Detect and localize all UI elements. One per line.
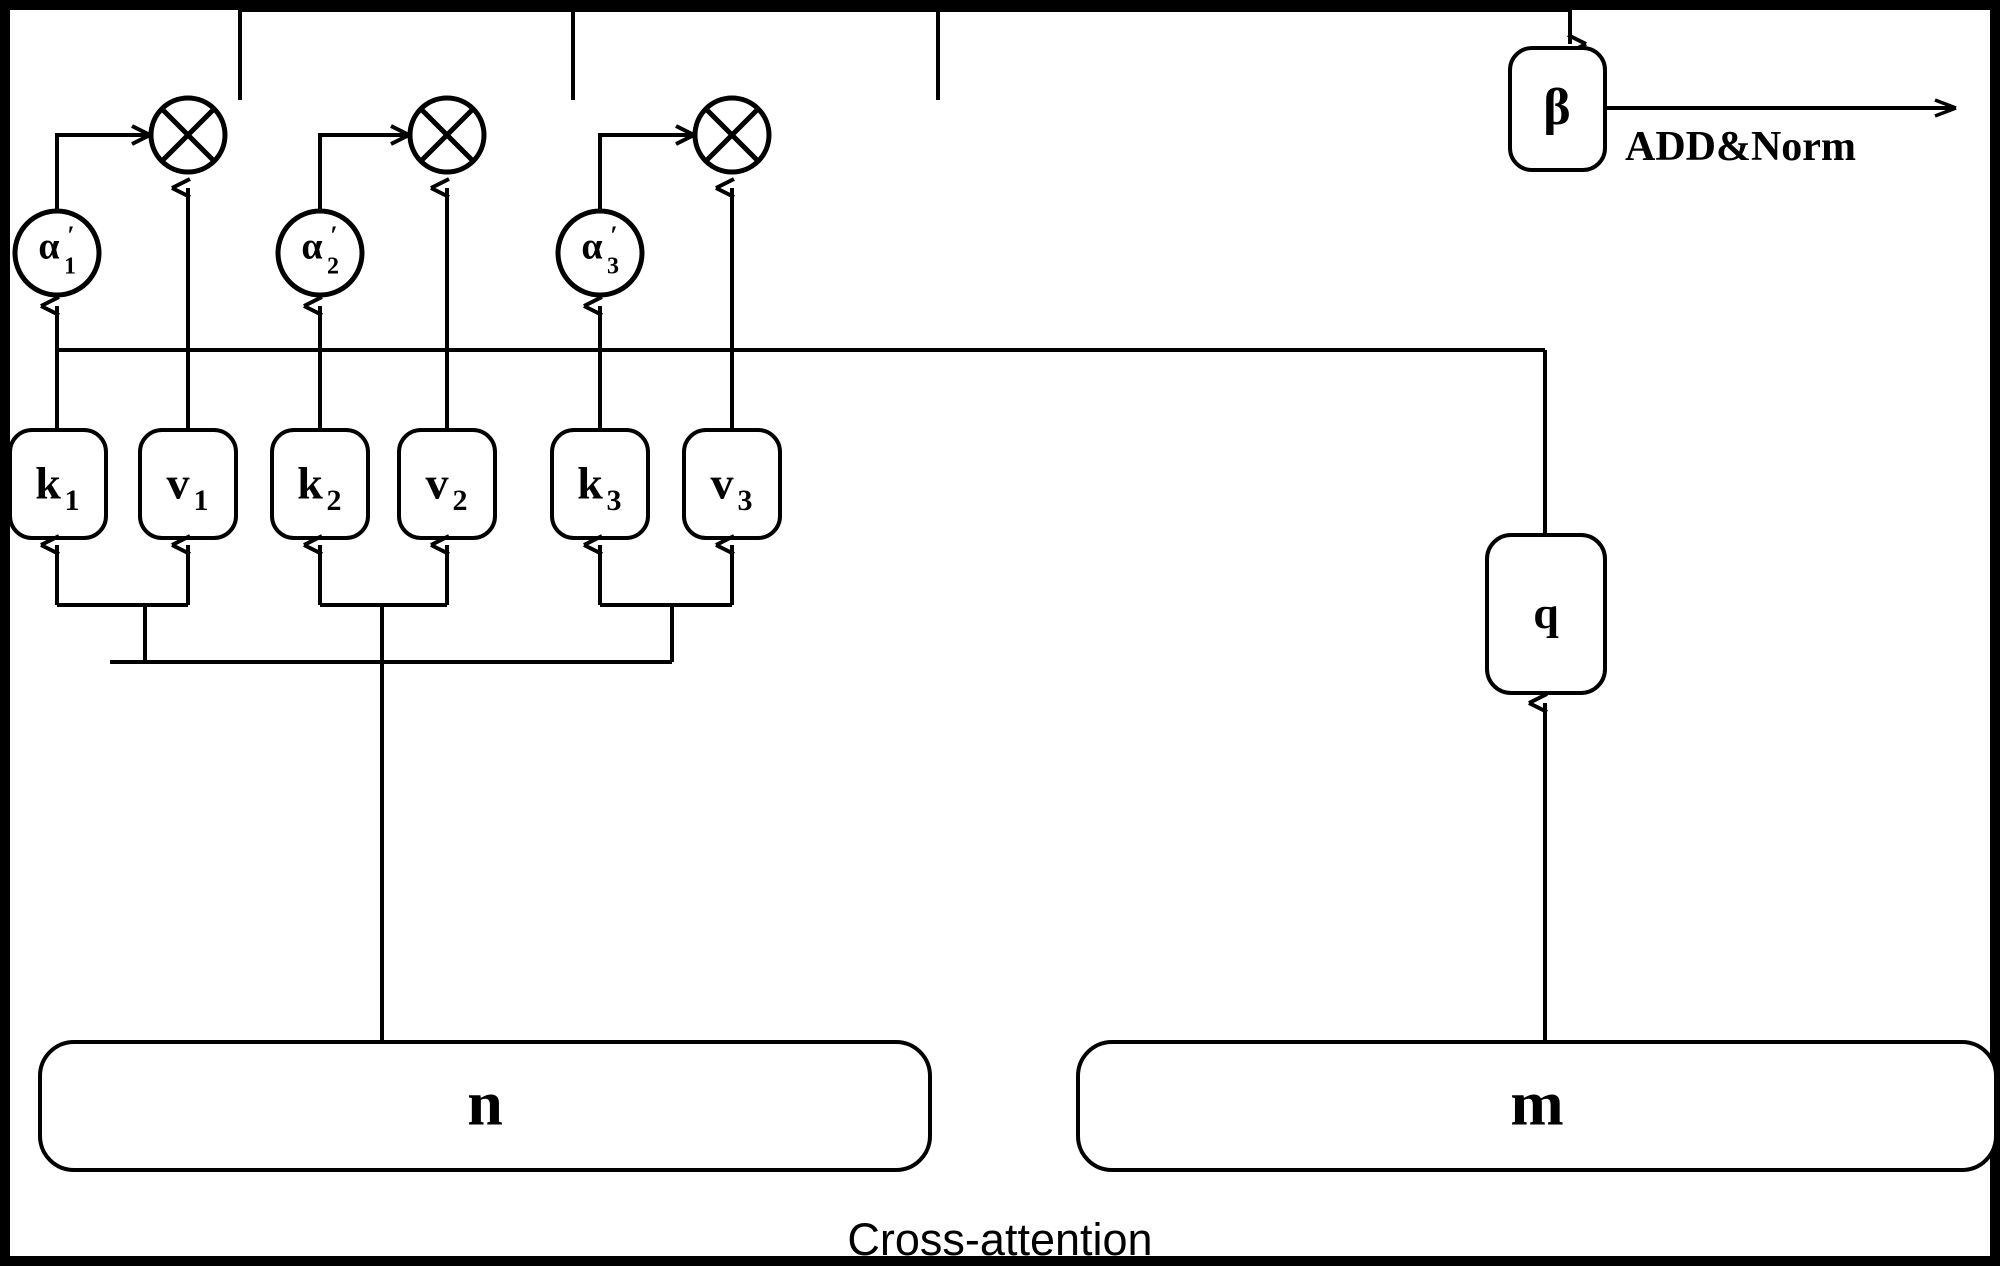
- alpha-node-1[interactable]: α ′ 1: [12, 208, 102, 298]
- v1-subscript: 1: [194, 484, 209, 517]
- q-label: q: [1533, 588, 1559, 639]
- n-label: n: [467, 1068, 503, 1139]
- v2-subscript: 2: [453, 484, 468, 517]
- v3-subscript: 3: [738, 484, 753, 517]
- m-label: m: [1510, 1068, 1563, 1139]
- input-box-n[interactable]: n: [38, 1040, 932, 1172]
- alpha-1-subscript: 1: [64, 254, 76, 280]
- multiply-node-1[interactable]: [148, 95, 228, 175]
- alpha-3-prime: ′: [610, 221, 617, 250]
- alpha-2-subscript: 2: [327, 254, 339, 280]
- figure-caption: Cross-attention: [847, 1214, 1152, 1265]
- v3-label: v: [711, 458, 734, 509]
- k3-label: k: [577, 458, 603, 509]
- alpha3-to-mult3-wire: [598, 124, 695, 212]
- kv-box-k2[interactable]: k 2: [270, 428, 370, 540]
- query-box-q[interactable]: q: [1485, 533, 1607, 695]
- k2-subscript: 2: [327, 484, 342, 517]
- alpha-node-2[interactable]: α ′ 2: [275, 208, 365, 298]
- kv-box-k1[interactable]: k 1: [8, 428, 108, 540]
- v2-label: v: [426, 458, 449, 509]
- alpha-2-prime: ′: [330, 221, 337, 250]
- v1-label: v: [167, 458, 190, 509]
- k1-subscript: 1: [65, 484, 80, 517]
- multiply-node-2[interactable]: [407, 95, 487, 175]
- alpha-2-symbol: α: [301, 226, 322, 268]
- multiply-node-3[interactable]: [692, 95, 772, 175]
- kv-box-v3[interactable]: v 3: [682, 428, 782, 540]
- alpha1-to-mult1-wire: [55, 124, 151, 212]
- alpha-1-prime: ′: [67, 221, 74, 250]
- alpha-3-subscript: 3: [607, 254, 619, 280]
- add-norm-label: ADD&Norm: [1625, 124, 1856, 170]
- kv-box-v2[interactable]: v 2: [397, 428, 497, 540]
- kv-box-k3[interactable]: k 3: [550, 428, 650, 540]
- alpha2-to-mult2-wire: [318, 124, 410, 212]
- k1-label: k: [35, 458, 61, 509]
- kv-box-v1[interactable]: v 1: [138, 428, 238, 540]
- alpha-3-symbol: α: [581, 226, 602, 268]
- alpha-node-3[interactable]: α ′ 3: [555, 208, 645, 298]
- alpha-1-symbol: α: [38, 226, 59, 268]
- k3-subscript: 3: [607, 484, 622, 517]
- k2-label: k: [297, 458, 323, 509]
- input-box-m[interactable]: m: [1076, 1040, 1998, 1172]
- beta-label: β: [1543, 79, 1570, 136]
